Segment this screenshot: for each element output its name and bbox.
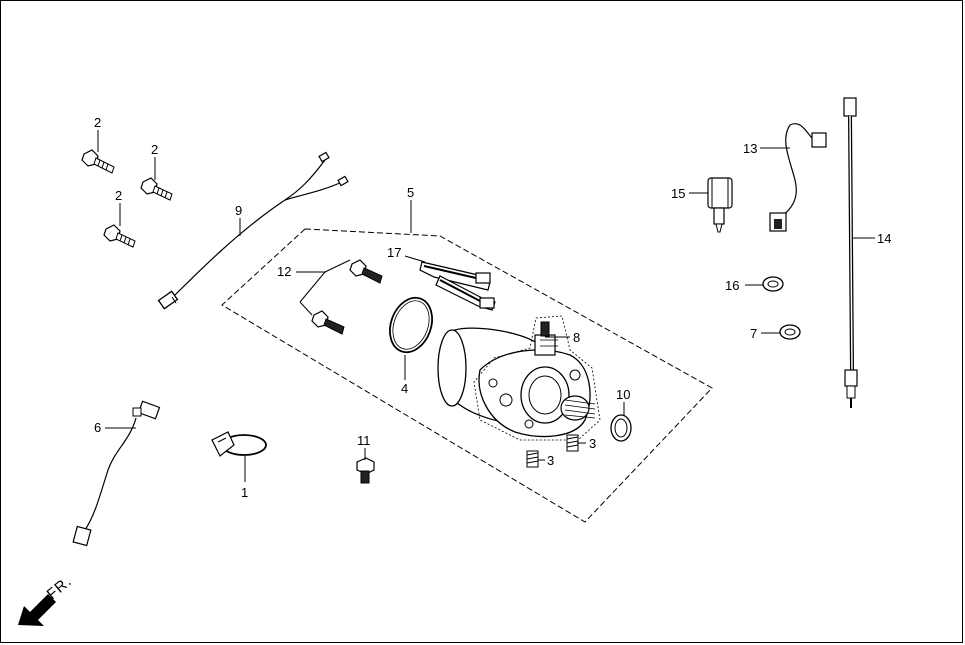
washer-part-10 <box>610 414 632 442</box>
callout-7: 7 <box>750 326 757 341</box>
bolt-part-2-c <box>103 224 136 248</box>
callout-9: 9 <box>235 203 242 218</box>
spring-part-3-b <box>526 450 539 468</box>
callout-1: 1 <box>241 485 248 500</box>
front-direction-arrow <box>18 594 56 626</box>
terminal-assembly-boundary-part-8 <box>473 315 601 441</box>
bolt-part-11 <box>356 457 375 484</box>
starter-assembly-boundary <box>221 228 713 523</box>
starter-motor <box>437 321 596 438</box>
callout-8: 8 <box>573 330 580 345</box>
o-ring-part-4 <box>389 296 433 354</box>
callout-16: 16 <box>725 278 739 293</box>
callout-6: 6 <box>94 420 101 435</box>
spring-part-3-a <box>566 434 579 452</box>
callout-4: 4 <box>401 381 408 396</box>
leader-lines <box>97 130 875 482</box>
sensor-part-13 <box>769 123 827 232</box>
callout-15: 15 <box>671 186 685 201</box>
callout-10: 10 <box>616 387 630 402</box>
callout-3a: 3 <box>589 436 596 451</box>
callout-14: 14 <box>877 231 891 246</box>
wire-harness-part-9 <box>157 151 349 310</box>
brush-set-part-17 <box>419 261 496 311</box>
washer-part-7 <box>779 324 801 340</box>
washer-part-16 <box>762 276 784 292</box>
callout-13: 13 <box>743 141 757 156</box>
clamp-part-1 <box>211 431 267 457</box>
bolt-part-12-a <box>349 259 383 284</box>
callout-labels: 2 2 2 9 5 17 12 4 8 10 3 3 11 1 6 13 15 … <box>44 115 892 603</box>
bolt-part-12-b <box>311 310 345 335</box>
sensor-rod-part-14 <box>843 97 858 408</box>
callout-12: 12 <box>277 264 291 279</box>
callout-2c: 2 <box>115 188 122 203</box>
callout-2b: 2 <box>151 142 158 157</box>
sensor-part-6 <box>72 400 161 547</box>
bolt-part-2-a <box>81 149 115 174</box>
callout-2a: 2 <box>94 115 101 130</box>
switch-part-15 <box>707 177 733 233</box>
callout-5: 5 <box>407 185 414 200</box>
callout-17: 17 <box>387 245 401 260</box>
bolt-part-2-b <box>140 177 173 201</box>
callout-11: 11 <box>357 433 371 448</box>
callout-3b: 3 <box>547 453 554 468</box>
